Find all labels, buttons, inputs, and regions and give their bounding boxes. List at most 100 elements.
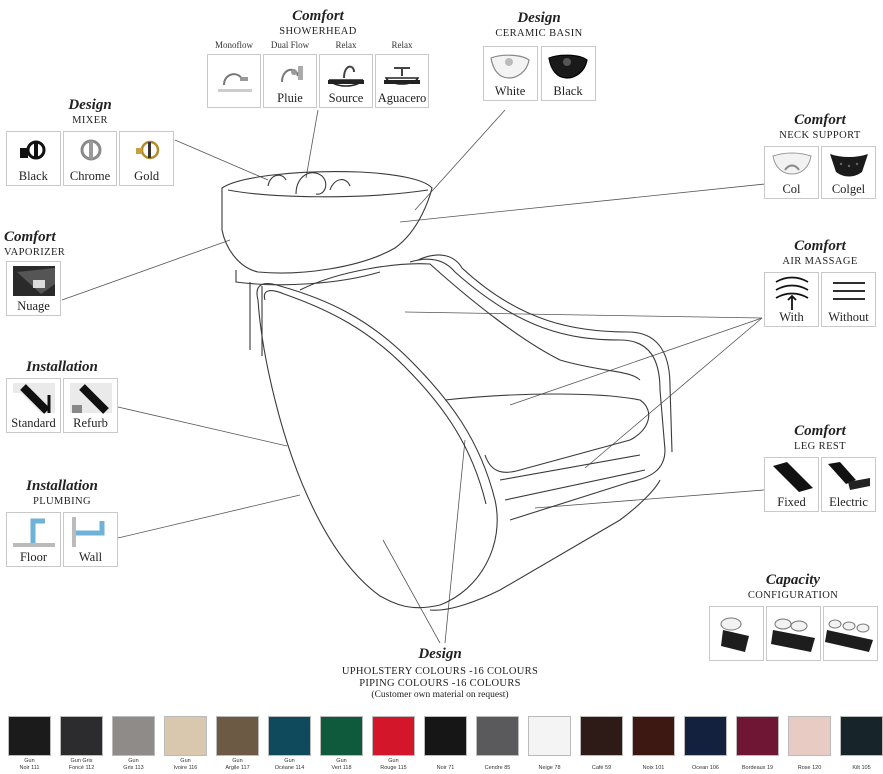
capacity-option-triple[interactable] <box>822 606 878 661</box>
basin-option-label: Black <box>553 84 583 98</box>
showerhead-option-source[interactable]: Source <box>319 54 373 108</box>
swatch-label-line1: Gun <box>388 758 399 764</box>
vaporizer-subtitle: VAPORIZER <box>4 247 66 258</box>
showerhead-option-monoflow[interactable] <box>207 54 261 108</box>
colour-swatch[interactable]: Cendre 85 <box>476 716 519 771</box>
col-neck-support-icon <box>771 152 812 175</box>
colour-swatch[interactable]: Café 59 <box>580 716 623 771</box>
plumbing-category: Installation <box>26 478 98 494</box>
mixer-option-label: Black <box>18 169 48 183</box>
leg-option-fixed[interactable]: Fixed <box>764 457 819 512</box>
neck-option-colgel[interactable]: Colgel <box>821 146 876 199</box>
swatch-chip <box>216 716 259 756</box>
swatch-label-line1: Gun <box>128 758 139 764</box>
without-air-massage-icon <box>832 281 865 300</box>
swatch-label-line1: Gun <box>180 758 191 764</box>
swatch-chip <box>840 716 883 756</box>
swatch-label-line2: Rouge 115 <box>380 764 407 771</box>
basin-option-black[interactable]: Black <box>540 46 596 101</box>
swatch-label: Kilt 105 <box>852 758 870 771</box>
leg-option-label: Fixed <box>777 495 806 509</box>
air-option-without[interactable]: Without <box>821 272 876 327</box>
leader-air-1 <box>404 311 763 319</box>
showerhead-option-label: Source <box>328 91 364 105</box>
swatch-chip <box>528 716 571 756</box>
plumbing-option-floor[interactable]: Floor <box>6 512 61 567</box>
showerhead-option-pluie[interactable]: Pluie <box>263 54 317 108</box>
colour-swatch[interactable]: Rose 120 <box>788 716 831 771</box>
leg-option-electric[interactable]: Electric <box>821 457 876 512</box>
colour-swatch[interactable]: Kilt 105 <box>840 716 883 771</box>
capacity-option-double[interactable] <box>765 606 821 661</box>
swatch-label-line2: Kilt 105 <box>852 764 871 771</box>
leader-installation <box>117 406 288 447</box>
capacity-option-single[interactable] <box>708 606 764 661</box>
double-seat-icon <box>771 618 815 652</box>
air-subtitle: AIR MASSAGE <box>782 256 858 267</box>
basin-group: Design CERAMIC BASIN White Black <box>482 10 596 101</box>
swatch-label-line1: Gun Gris <box>70 758 93 764</box>
mixer-option-gold[interactable]: Gold <box>119 131 175 186</box>
swatch-label-line2: Noir 111 <box>19 764 40 771</box>
swatch-label-line2: Foncé 112 <box>68 764 95 771</box>
installation-category: Installation <box>26 359 98 375</box>
swatch-label: Noir 71 <box>437 758 455 771</box>
installation-option-standard[interactable]: Standard <box>6 378 61 433</box>
installation-option-refurb[interactable]: Refurb <box>63 378 118 433</box>
standard-installation-icon <box>12 382 55 414</box>
source-showerhead-icon <box>328 65 364 87</box>
swatch-label: Bordeaux 19 <box>742 758 773 771</box>
colour-swatch[interactable]: Neige 78 <box>528 716 571 771</box>
leg-subtitle: LEG REST <box>794 441 846 452</box>
neck-option-col[interactable]: Col <box>764 146 819 199</box>
electric-leg-rest-icon <box>827 461 870 490</box>
capacity-group: Capacity CONFIGURATION <box>708 572 878 661</box>
leader-air-2 <box>509 317 763 406</box>
swatch-chip <box>320 716 363 756</box>
leader-design-2 <box>382 539 441 644</box>
leader-neck <box>399 183 766 223</box>
colour-swatch[interactable]: Ocean 106 <box>684 716 727 771</box>
mixer-option-black[interactable]: Black <box>6 131 61 186</box>
swatch-chip <box>632 716 675 756</box>
neck-option-label: Col <box>782 182 801 196</box>
swatch-label: Ocean 106 <box>692 758 719 771</box>
swatch-label-line2: Gris 113 <box>123 764 144 771</box>
leader-vaporizer <box>61 239 231 301</box>
design-colours-category: Design <box>418 646 462 662</box>
plumbing-option-wall[interactable]: Wall <box>63 512 118 567</box>
colour-swatch[interactable]: Noir 71 <box>424 716 467 771</box>
swatch-label-line1: Gun <box>336 758 347 764</box>
colour-swatch[interactable]: Noix 101 <box>632 716 675 771</box>
mixer-option-chrome[interactable]: Chrome <box>62 131 118 186</box>
vaporizer-option-nuage[interactable]: Nuage <box>6 261 61 316</box>
swatch-label-line1: Gun <box>232 758 243 764</box>
air-option-label: Without <box>828 310 869 324</box>
triple-seat-icon <box>825 619 873 652</box>
plumbing-group: Installation PLUMBING Floor Wall <box>6 478 118 567</box>
swatch-label-line2: Rose 120 <box>797 764 822 771</box>
basin-option-white[interactable]: White <box>482 46 538 101</box>
leg-group: Comfort LEG REST Fixed Electric <box>764 423 876 512</box>
mixer-category: Design <box>68 97 112 113</box>
showerhead-option-aguacero[interactable]: Aguacero <box>375 54 429 108</box>
air-option-with[interactable]: With <box>764 272 819 327</box>
plumbing-option-label: Wall <box>78 550 103 564</box>
single-seat-icon <box>720 617 749 652</box>
showerhead-top-label: Dual Flow <box>270 40 310 50</box>
mixer-group: Design MIXER Black Chrome Gold <box>6 97 175 186</box>
air-group: Comfort AIR MASSAGE With Without <box>764 238 876 327</box>
colour-swatch[interactable]: Bordeaux 19 <box>736 716 779 771</box>
